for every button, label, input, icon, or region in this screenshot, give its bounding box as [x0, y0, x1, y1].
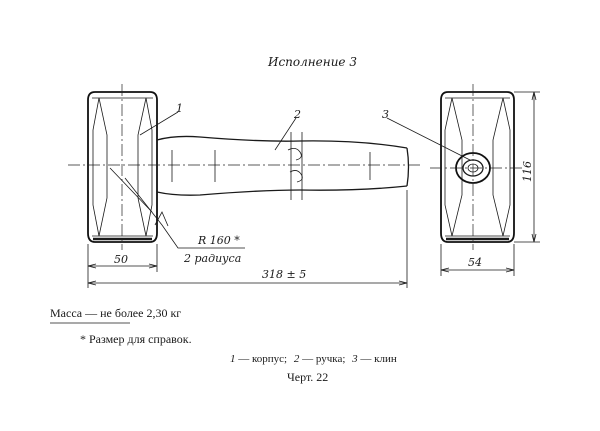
legend-item1-number: 1: [230, 353, 236, 365]
radius-callout: R 160 * 2 радиуса: [124, 177, 245, 265]
head-width-value: 50: [114, 253, 128, 266]
leader-number-body: 1: [176, 102, 183, 115]
mass-note: Масса — не более 2,30 кг: [50, 306, 181, 320]
legend-item2-text: — ручка;: [299, 353, 345, 365]
dimension-side-width: 54: [440, 244, 515, 276]
legend-item3-text: — клин: [358, 353, 397, 365]
figure-caption: Черт. 22: [287, 370, 328, 384]
radius-note-line1: R 160 *: [197, 234, 240, 247]
parts-legend: 1 — корпус; 2 — ручка; 3 — клин: [230, 353, 397, 365]
reference-note: * Размер для справок.: [80, 332, 192, 346]
dimension-head-width: 50: [87, 244, 158, 272]
side-width-value: 54: [468, 256, 482, 269]
leader-number-wedge: 3: [382, 108, 389, 121]
total-length-value: 318 ± 5: [262, 268, 306, 281]
hammer-handle: [156, 132, 410, 200]
hammer-head-side-view: [430, 84, 525, 250]
leader-number-handle: 2: [293, 108, 301, 121]
dimension-total-length: 318 ± 5: [87, 190, 408, 288]
radius-note-line2: 2 радиуса: [183, 252, 241, 265]
height-value: 116: [521, 161, 534, 182]
legend-item1-text: — корпус;: [236, 353, 288, 365]
legend-item3-number: 3: [351, 353, 358, 365]
legend-item2-number: 2: [294, 353, 300, 365]
dimension-height: 116: [514, 91, 540, 243]
hammer-head-front-view: [87, 84, 158, 250]
variant-title: Исполнение 3: [267, 55, 357, 69]
part-leaders: 1 2 3: [139, 102, 471, 161]
